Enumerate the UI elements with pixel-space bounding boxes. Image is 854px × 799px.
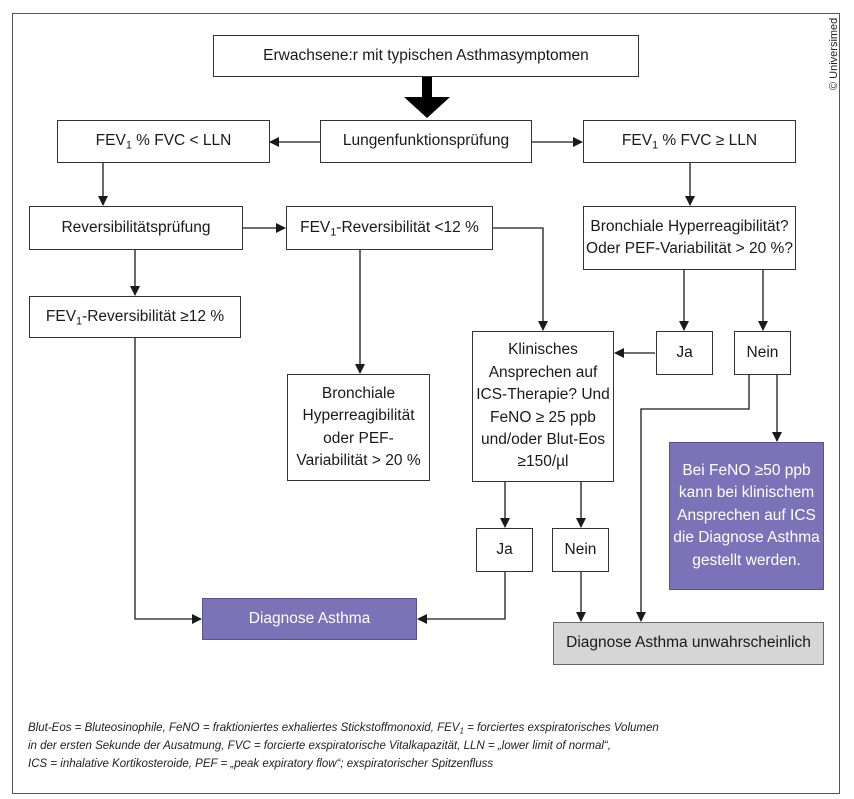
arrow-nein-to-unwahrscheinlich (636, 375, 750, 622)
node-lungenfunktion: Lungenfunktionsprüfung (320, 120, 532, 163)
footnote-line-3: ICS = inhalative Kortikosteroide, PEF = … (28, 757, 494, 770)
footnote-line-2: in der ersten Sekunde der Ausatmung, FVC… (28, 739, 611, 752)
node-nein-top: Nein (734, 331, 791, 375)
node-nein-bottom: Nein (552, 528, 609, 572)
node-bronchiale-question: Bronchiale Hyperreagibilität? Oder PEF-V… (583, 206, 796, 270)
arrow-lt12-to-klinisch (493, 227, 548, 331)
big-arrow-shaft (422, 77, 432, 99)
node-diagnose-unwahrscheinlich: Diagnose Asthma unwahrscheinlich (553, 622, 824, 665)
node-fev-rev-ge12: FEV1-Reversibilität ≥12 % (29, 296, 241, 338)
big-arrow-head (404, 97, 450, 118)
node-reversibilitaet: Reversibilitätsprüfung (29, 206, 243, 250)
node-fev-ge-lln: FEV1 % FVC ≥ LLN (583, 120, 796, 163)
node-fev-rev-lt12: FEV1-Reversibilität <12 % (286, 206, 493, 250)
figure-frame (12, 13, 840, 794)
node-ja-top: Ja (656, 331, 713, 375)
node-fev-lt-lln: FEV1 % FVC < LLN (57, 120, 270, 163)
node-ja-bottom: Ja (476, 528, 533, 572)
node-feno-note: Bei FeNO ≥50 ppb kann bei klinischem Ans… (669, 442, 824, 590)
node-klinisch: Klinisches Ansprechen auf ICS-Therapie? … (472, 331, 614, 482)
node-start: Erwachsene:r mit typischen Asthmasymptom… (213, 35, 639, 77)
node-bronchiale-left: Bronchiale Hyperreagibilität oder PEF- V… (287, 374, 430, 481)
footnote-line-1: Blut-Eos = Bluteosinophile, FeNO = frakt… (28, 722, 659, 736)
node-diagnose-asthma: Diagnose Asthma (202, 598, 417, 640)
footnote: Blut-Eos = Bluteosinophile, FeNO = frakt… (28, 720, 808, 773)
arrow-ja-to-diagnose (417, 572, 506, 624)
arrow-ge12-to-diagnose (134, 338, 202, 624)
